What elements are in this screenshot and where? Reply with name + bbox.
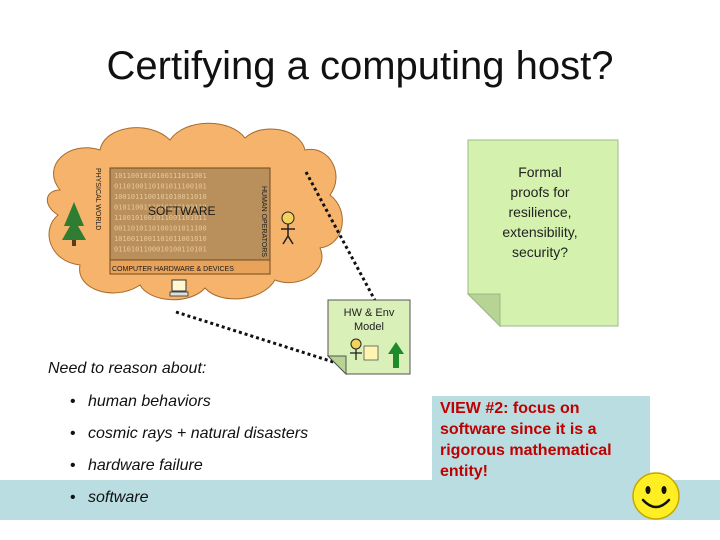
note-line: resilience, [508, 204, 572, 220]
list-item: • human behaviors [70, 392, 308, 424]
list-item: • hardware failure [70, 456, 308, 488]
binary-code: 1011001010100111011001 011010011010101110… [114, 172, 207, 254]
smiley-face-icon [632, 472, 680, 520]
list-item-text: cosmic rays + natural disasters [88, 425, 309, 442]
hw-env-model-box [327, 299, 411, 375]
green-arrow-icon [388, 342, 404, 368]
note-line: proofs for [510, 184, 570, 200]
view-line: rigorous mathematical [440, 442, 612, 459]
note-fold [466, 293, 501, 328]
binary-row: 1100101001011001101011 [114, 214, 207, 222]
computer-icon [169, 279, 189, 297]
software-panel [109, 167, 271, 261]
tree-icon [62, 202, 86, 246]
hw-env-model-label: HW & Env Model [330, 306, 408, 334]
note-line: security? [511, 244, 569, 260]
hw-label-line: Model [354, 321, 384, 333]
note-line: extensibility, [502, 224, 578, 240]
view-line: entity! [440, 463, 488, 480]
model-device-icon [363, 345, 379, 361]
view-callout-text: VIEW #2: focus on software since it is a… [440, 398, 650, 482]
note-line: Formal [518, 164, 562, 180]
bullet-icon: • [70, 489, 76, 506]
slide-title: Certifying a computing host? [106, 44, 614, 88]
bullet-icon: • [70, 457, 76, 474]
binary-row: 0110101100010100110101 [114, 246, 207, 254]
model-person-icon [350, 338, 362, 360]
binary-row: 0101100111010110100110 [114, 204, 207, 212]
list-item: • software [70, 488, 308, 520]
bullet-icon: • [70, 393, 76, 410]
bullet-icon: • [70, 425, 76, 442]
physical-world-label: PHYSICAL WORLD [94, 168, 101, 230]
reason-heading: Need to reason about: [48, 360, 207, 377]
reason-list: • human behaviors • cosmic rays + natural … [70, 392, 308, 520]
human-operators-label: HUMAN OPERATORS [260, 186, 267, 257]
proof-note-text: Formal proofs for resilience, extensibil… [478, 162, 602, 262]
view-callout-box [432, 396, 650, 488]
binary-row: 0011010110100101011100 [114, 225, 207, 233]
list-item-text: hardware failure [88, 457, 203, 474]
view-line: VIEW #2: focus on [440, 400, 580, 417]
view-line: software since it is a [440, 421, 597, 438]
binary-row: 1010011001101011001010 [114, 235, 207, 243]
software-label: SOFTWARE [148, 204, 216, 218]
hardware-strip [109, 259, 271, 275]
binary-row: 1011001010100111011001 [114, 172, 207, 180]
list-item-text: software [88, 489, 149, 506]
connector-line-upper [304, 171, 380, 307]
binary-row: 1001011100101010011010 [114, 193, 207, 201]
hw-label-line: HW & Env [343, 307, 395, 319]
list-item: • cosmic rays + natural disasters [70, 424, 308, 456]
person-icon [281, 211, 295, 245]
hw-box-fold [326, 355, 347, 376]
connector-line-lower [175, 310, 347, 368]
proof-note [467, 139, 619, 327]
hardware-label: COMPUTER HARDWARE & DEVICES [112, 266, 234, 273]
binary-row: 0110100110101011100101 [114, 183, 207, 191]
list-item-text: human behaviors [88, 393, 211, 410]
